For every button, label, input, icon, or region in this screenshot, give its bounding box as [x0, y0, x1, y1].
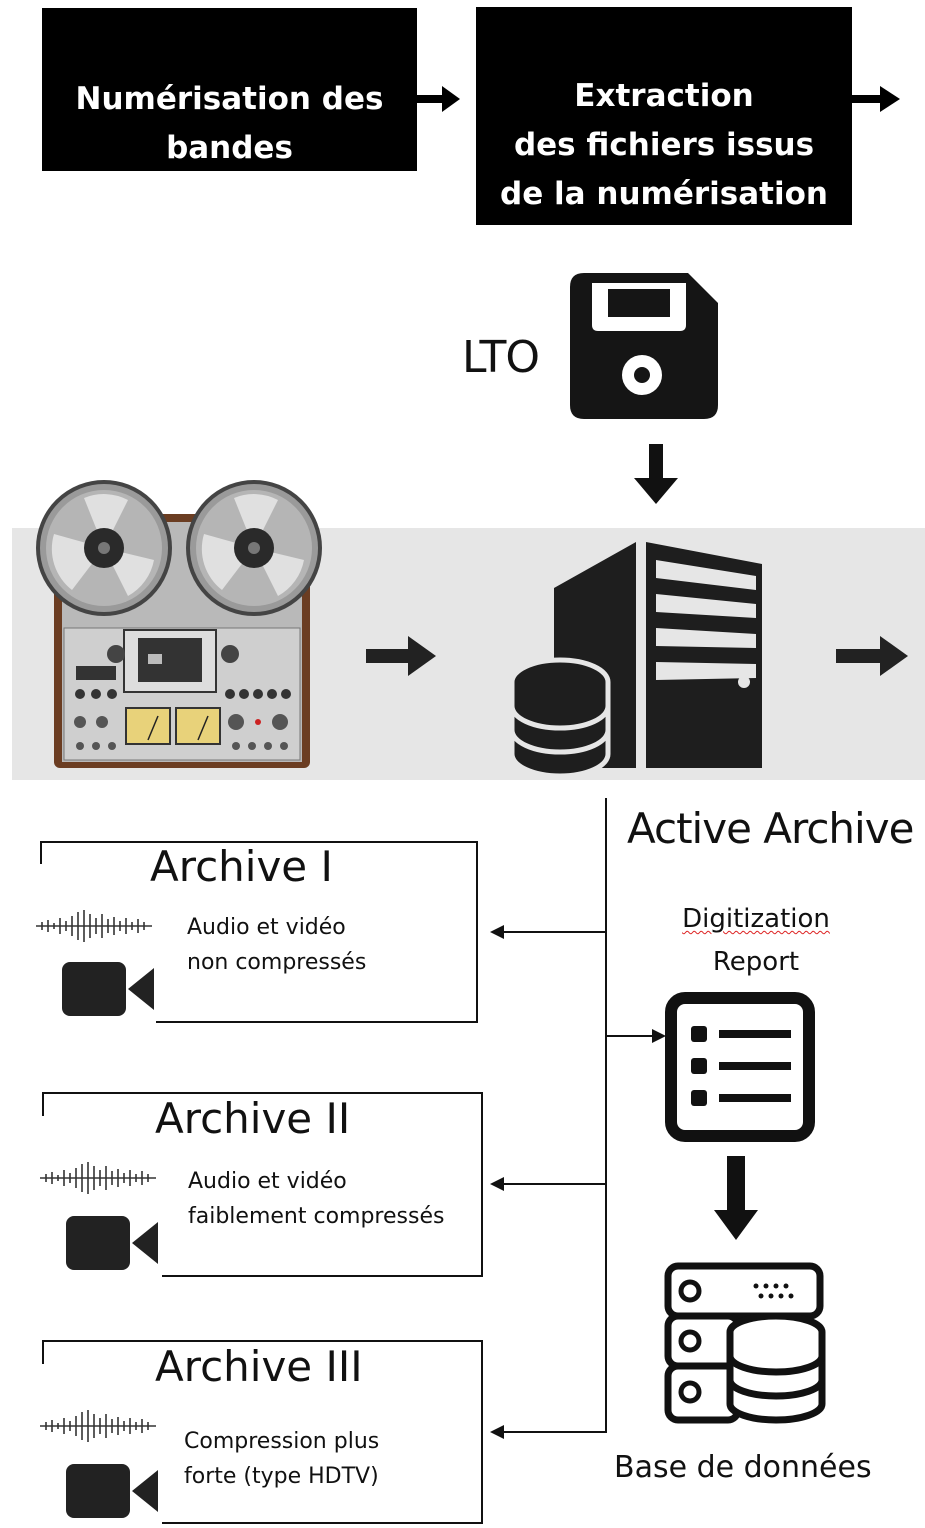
step-box-extraction: Extraction des fichiers issus de la numé… — [476, 7, 852, 261]
video-camera-icon — [62, 962, 154, 1016]
reel-to-reel-recorder-icon — [36, 480, 322, 768]
archive-description-3: Compression plus forte (type HDTV) — [184, 1429, 380, 1489]
audio-waveform-icon — [40, 1410, 156, 1442]
floppy-disk-icon — [570, 273, 718, 419]
database-label: Base de données — [614, 1450, 872, 1485]
arrow-right-icon — [416, 86, 460, 112]
lto-label: LTO — [462, 332, 540, 383]
arrow-down-icon — [634, 444, 678, 504]
arrow-right-icon — [836, 636, 908, 676]
arrow-down-icon — [714, 1156, 758, 1240]
active-archive-title: Active Archive — [627, 804, 914, 853]
report-word: Report — [712, 947, 800, 977]
archive-title-1: Archive I — [150, 842, 333, 891]
video-camera-icon — [66, 1464, 158, 1518]
step-label-digitization: Numérisation des bandes — [75, 81, 384, 166]
audio-waveform-icon — [36, 910, 152, 942]
arrow-right-icon — [366, 636, 436, 676]
digitization-word: Digitization — [682, 904, 830, 934]
video-camera-icon — [66, 1216, 158, 1270]
archive-description-2: Audio et vidéo faiblement compressés — [188, 1169, 445, 1229]
media-icons-tile — [36, 1116, 162, 1284]
media-icons-tile — [32, 864, 156, 1030]
media-icons-tile — [36, 1364, 162, 1528]
digitization-report-label: Digitization Report — [660, 898, 852, 984]
report-list-icon — [665, 992, 815, 1142]
archive-title-3: Archive III — [155, 1342, 363, 1391]
step-label-extraction: Extraction des fichiers issus de la numé… — [500, 78, 828, 261]
connector-lines — [490, 798, 666, 1439]
server-database-icon — [512, 542, 762, 774]
arrow-right-icon — [852, 86, 900, 112]
archive-description-1: Audio et vidéo non compressés — [187, 915, 367, 975]
database-server-icon — [664, 1262, 826, 1424]
step-box-digitization: Numérisation des bandes — [42, 8, 417, 171]
audio-waveform-icon — [40, 1162, 156, 1194]
archive-title-2: Archive II — [155, 1094, 351, 1143]
